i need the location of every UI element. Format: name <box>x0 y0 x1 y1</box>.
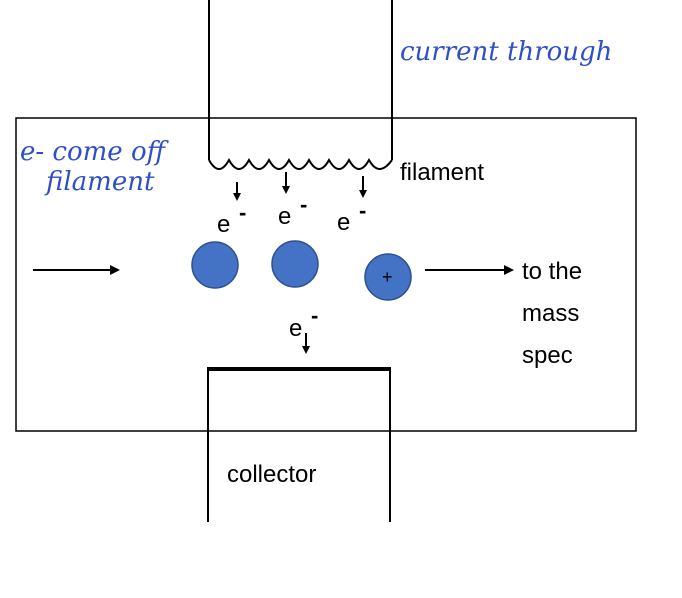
svg-text:+: + <box>382 267 393 287</box>
handwritten-e-come-off: e- come off <box>20 137 170 167</box>
svg-text:-: - <box>300 192 307 217</box>
mass-label: mass <box>522 300 579 327</box>
electron-label-3: e - <box>337 198 366 236</box>
neutral-molecule-2 <box>271 240 319 288</box>
svg-text:e: e <box>217 211 230 238</box>
positive-ion: + <box>364 253 412 301</box>
svg-text:-: - <box>239 200 246 225</box>
ionization-chamber <box>15 117 637 432</box>
filament-coil <box>208 157 393 170</box>
svg-text:-: - <box>311 303 318 328</box>
svg-text:-: - <box>359 198 366 223</box>
to-the-label: to the <box>522 258 582 285</box>
svg-text:e: e <box>337 209 350 236</box>
handwritten-current-through: current through <box>400 37 612 67</box>
filament-label: filament <box>400 159 484 186</box>
electron-label-2: e - <box>278 192 307 230</box>
collector-label: collector <box>227 461 316 488</box>
spec-label: spec <box>522 342 573 369</box>
svg-text:e: e <box>289 315 302 342</box>
electron-label-collector: e - <box>289 303 318 342</box>
handwritten-filament: filament <box>44 167 155 197</box>
neutral-molecule-1 <box>191 241 239 289</box>
svg-text:e: e <box>278 203 291 230</box>
electron-label-1: e - <box>217 200 246 238</box>
